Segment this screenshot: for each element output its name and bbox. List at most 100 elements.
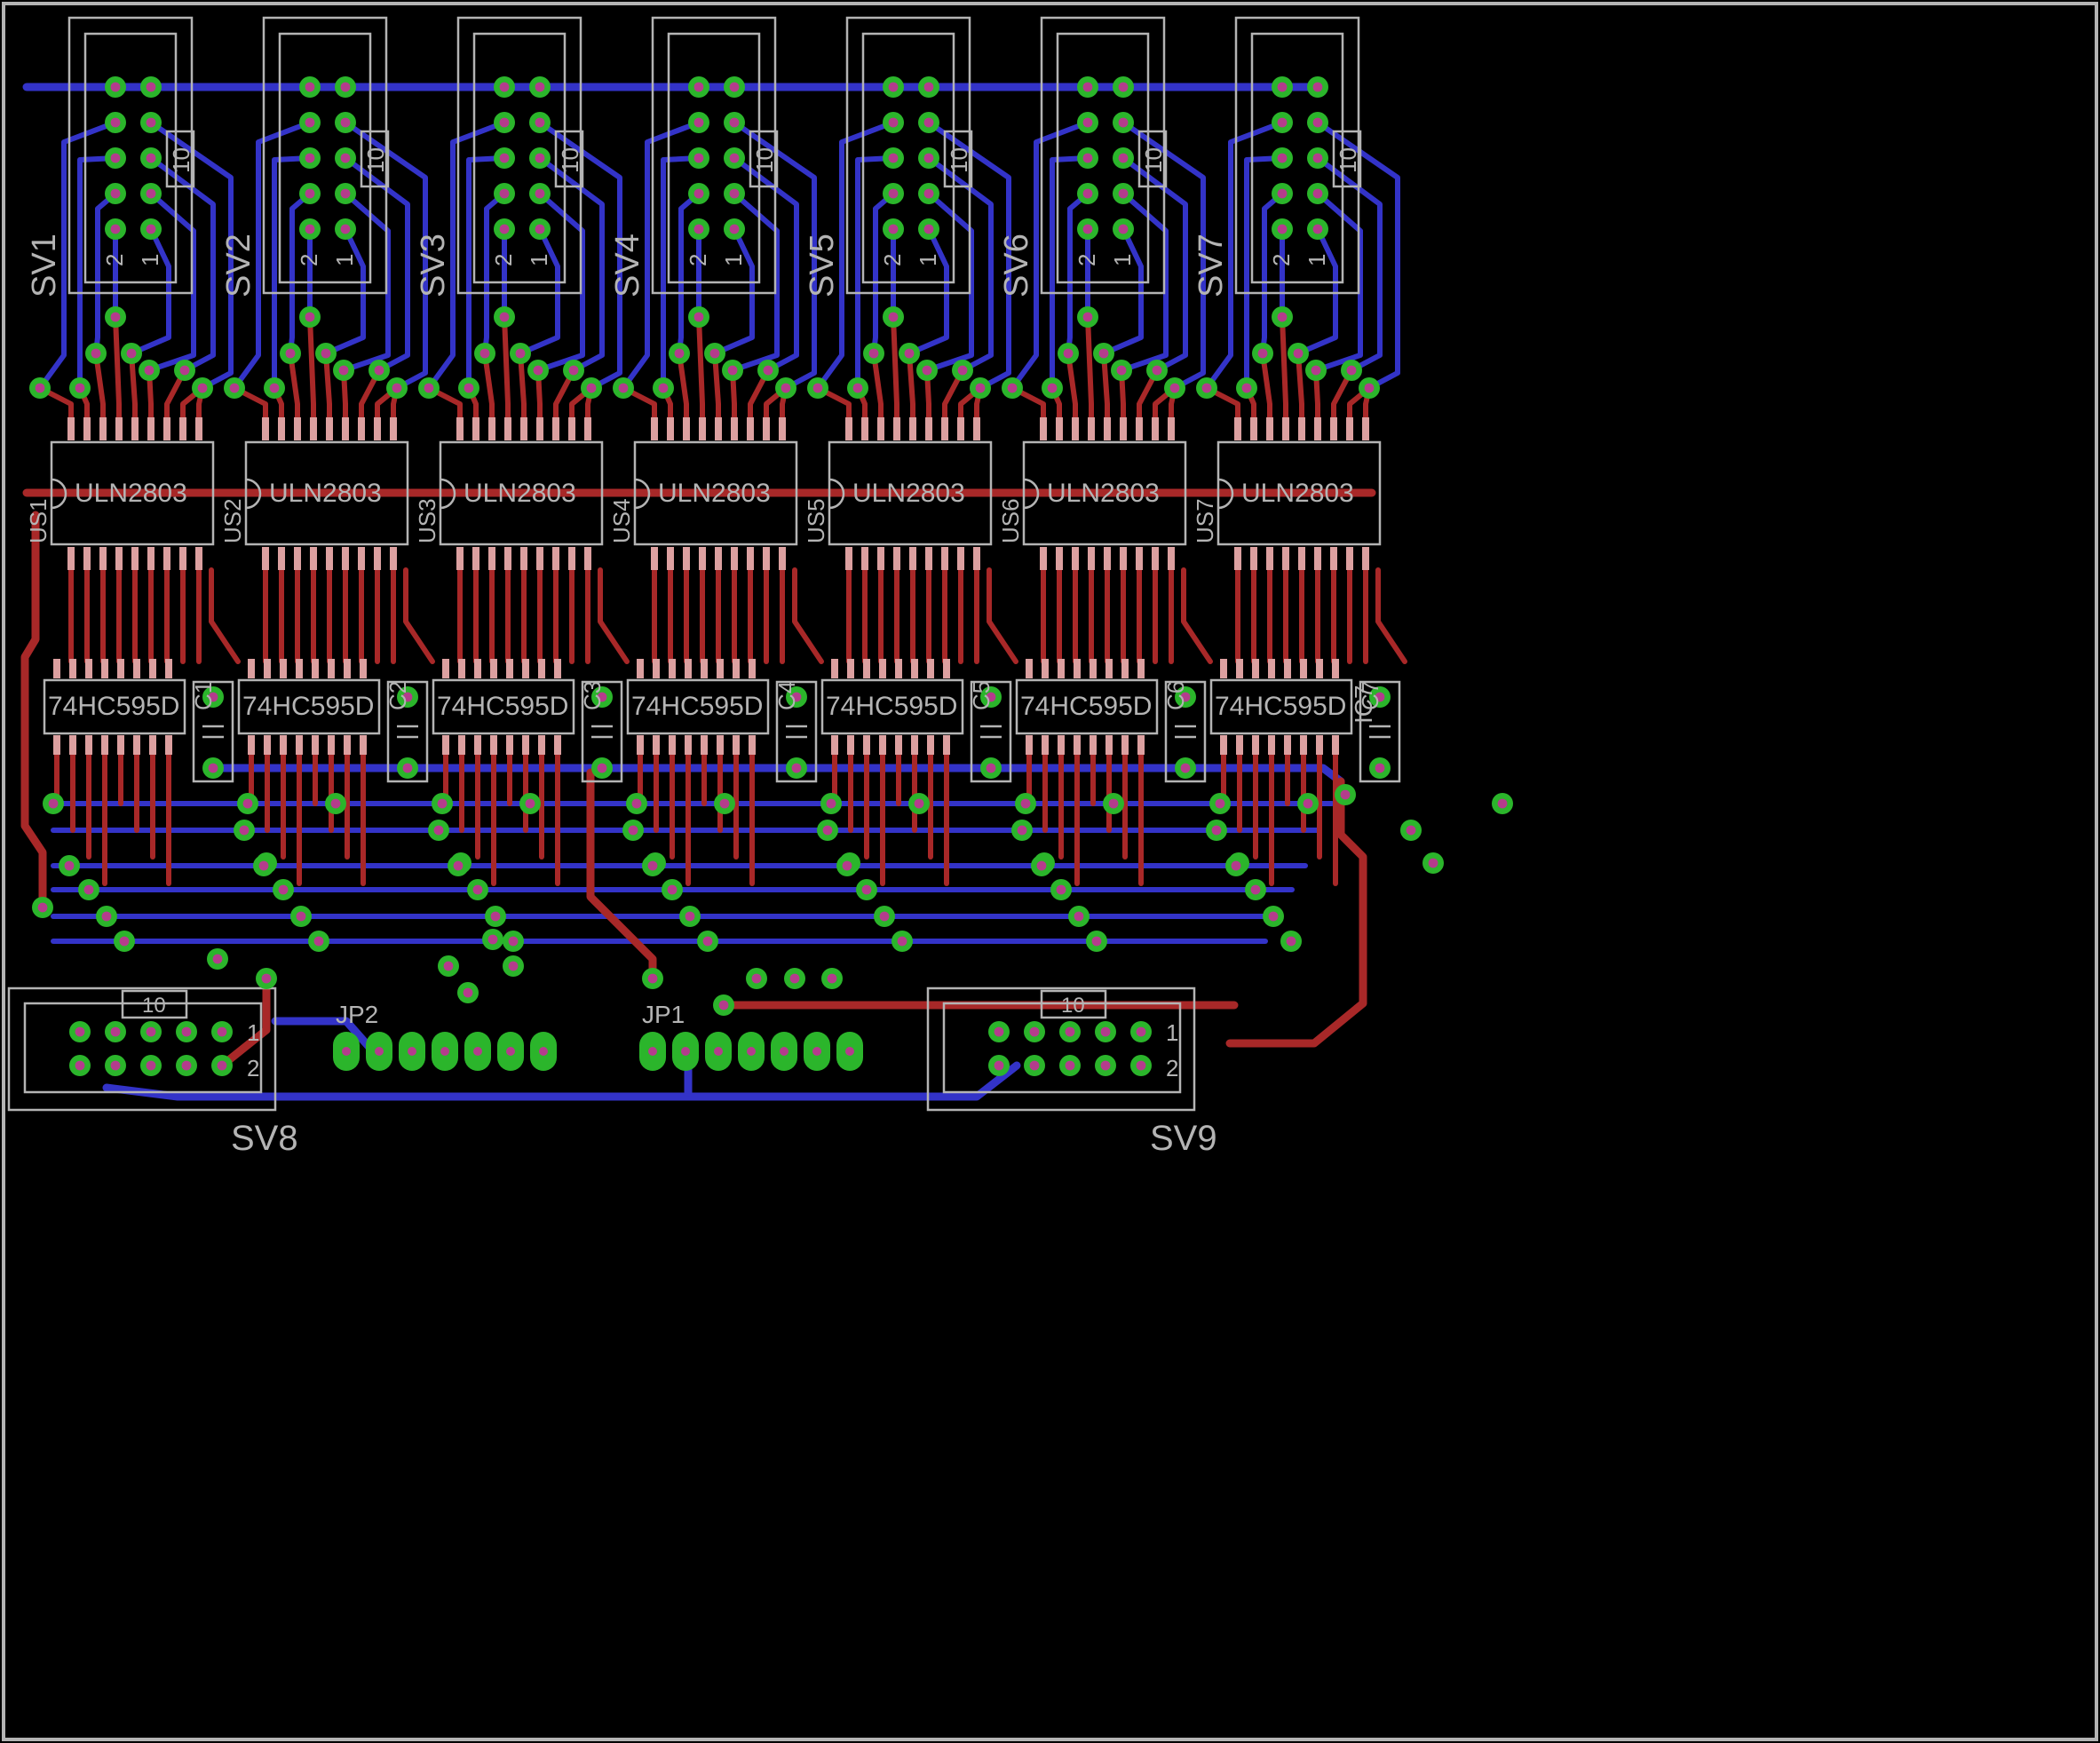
fanout-via <box>1196 377 1217 399</box>
driver-pad-top <box>1040 417 1047 440</box>
driver-pad-top <box>278 417 285 440</box>
sr-pad-top <box>879 659 886 678</box>
sr-pad-top <box>538 659 545 678</box>
header-pin <box>105 112 126 133</box>
fanout-via <box>1252 343 1273 364</box>
sr-pad-top <box>344 659 351 678</box>
cap-pad <box>1369 686 1391 708</box>
sr-outline <box>1209 678 1353 735</box>
bus-via <box>519 793 541 814</box>
header-pin-10-label: 10 <box>168 147 194 173</box>
driver-pad-top <box>536 417 543 440</box>
fanout-via <box>280 343 301 364</box>
header-pin <box>883 112 904 133</box>
sr-pad-top <box>1252 659 1259 678</box>
header-pin <box>1272 112 1293 133</box>
header-inner-outline <box>1056 32 1150 284</box>
jumper-pin-hole <box>375 1047 384 1056</box>
driver-pad-bottom <box>1362 547 1369 570</box>
fanout-via <box>139 360 160 381</box>
bus-via <box>697 931 718 952</box>
driver-pad-top <box>342 417 349 440</box>
fanout-via <box>581 377 602 399</box>
jumper-via <box>503 955 524 977</box>
driver-input-trace <box>621 385 657 420</box>
driver-input-trace <box>1260 351 1272 420</box>
driver-pad-bottom <box>763 547 770 570</box>
driver-pad-top <box>584 417 591 440</box>
sr-pad-top <box>328 659 335 678</box>
driver-outline <box>439 440 604 546</box>
sr-part-label: 74HC595D <box>631 692 763 721</box>
driver-pad-bottom <box>1152 547 1159 570</box>
driver-pad-bottom <box>115 547 123 570</box>
driver-pad-bottom <box>488 547 495 570</box>
fanout-via <box>775 377 796 399</box>
driver-ref-label: US1 <box>25 498 52 543</box>
fanout-via <box>192 377 213 399</box>
driver-pad-top <box>925 417 932 440</box>
sr-pad-top <box>911 659 918 678</box>
sr-pad-top <box>637 659 644 678</box>
driver-pad-bottom <box>1040 547 1047 570</box>
header-pin <box>1077 112 1098 133</box>
fanout-via <box>510 343 531 364</box>
jumper-via <box>438 955 459 977</box>
header-pin <box>299 183 321 204</box>
bus-via <box>1209 793 1231 814</box>
driver-pad-top <box>877 417 884 440</box>
driver-pad-top <box>358 417 365 440</box>
fanout-via <box>1042 377 1063 399</box>
driver-pad-bottom <box>747 547 754 570</box>
bottom-header-pin <box>105 1055 126 1076</box>
header-pin <box>105 76 126 98</box>
header-pin <box>494 76 515 98</box>
sr-pad-bottom <box>1090 735 1097 755</box>
header-pin-10-label: 10 <box>557 147 583 173</box>
header-pin <box>1077 218 1098 240</box>
fanout-via <box>1236 377 1257 399</box>
bottom-header-pin <box>1130 1055 1152 1076</box>
sr-pad-top <box>248 659 255 678</box>
driver-pad-bottom <box>1346 547 1353 570</box>
header-pin-1-label: 1 <box>137 254 163 266</box>
bus-via <box>78 879 99 900</box>
chain-trace <box>1375 567 1407 664</box>
bottom-header-pin <box>140 1021 162 1042</box>
header-pin <box>688 218 709 240</box>
sr-pad-bottom <box>1252 735 1259 755</box>
driver-pad-top <box>667 417 674 440</box>
sr-pad-bottom <box>1300 735 1307 755</box>
fanout-via <box>121 343 142 364</box>
signal-trace-bottom <box>907 226 949 356</box>
header-pin-2-label: 2 <box>685 254 711 266</box>
driver-pad-bottom <box>1282 547 1289 570</box>
sr-pad-bottom <box>522 735 529 755</box>
ic7-ref-label: IC7 <box>1350 685 1377 724</box>
bus-via <box>1050 879 1072 900</box>
cap-symbol <box>980 725 1002 739</box>
header-pin <box>494 218 515 240</box>
header-pin <box>724 147 745 169</box>
header-pin <box>918 218 939 240</box>
sr-pad-top <box>458 659 465 678</box>
sr-pad-top <box>264 659 271 678</box>
sr-pad-bottom <box>927 735 934 755</box>
cap-ref-label: C3 <box>579 681 606 710</box>
jumper-pin-hole <box>440 1047 449 1056</box>
driver-ref-label: US2 <box>219 498 246 543</box>
bus-via <box>662 879 683 900</box>
jumper-via <box>821 968 843 989</box>
sr-pad-top <box>85 659 92 678</box>
bus-via <box>874 906 895 927</box>
sr-pad-top <box>943 659 950 678</box>
header-name-label: SV6 <box>998 234 1035 297</box>
jumper-pin-hole <box>408 1047 416 1056</box>
header-pin <box>494 112 515 133</box>
driver-ref-label: US4 <box>608 498 635 543</box>
driver-pad-top <box>67 417 75 440</box>
sr-pad-top <box>442 659 449 678</box>
fanout-via <box>863 343 884 364</box>
driver-outline <box>1022 440 1187 546</box>
sr-pad-bottom <box>53 735 60 755</box>
